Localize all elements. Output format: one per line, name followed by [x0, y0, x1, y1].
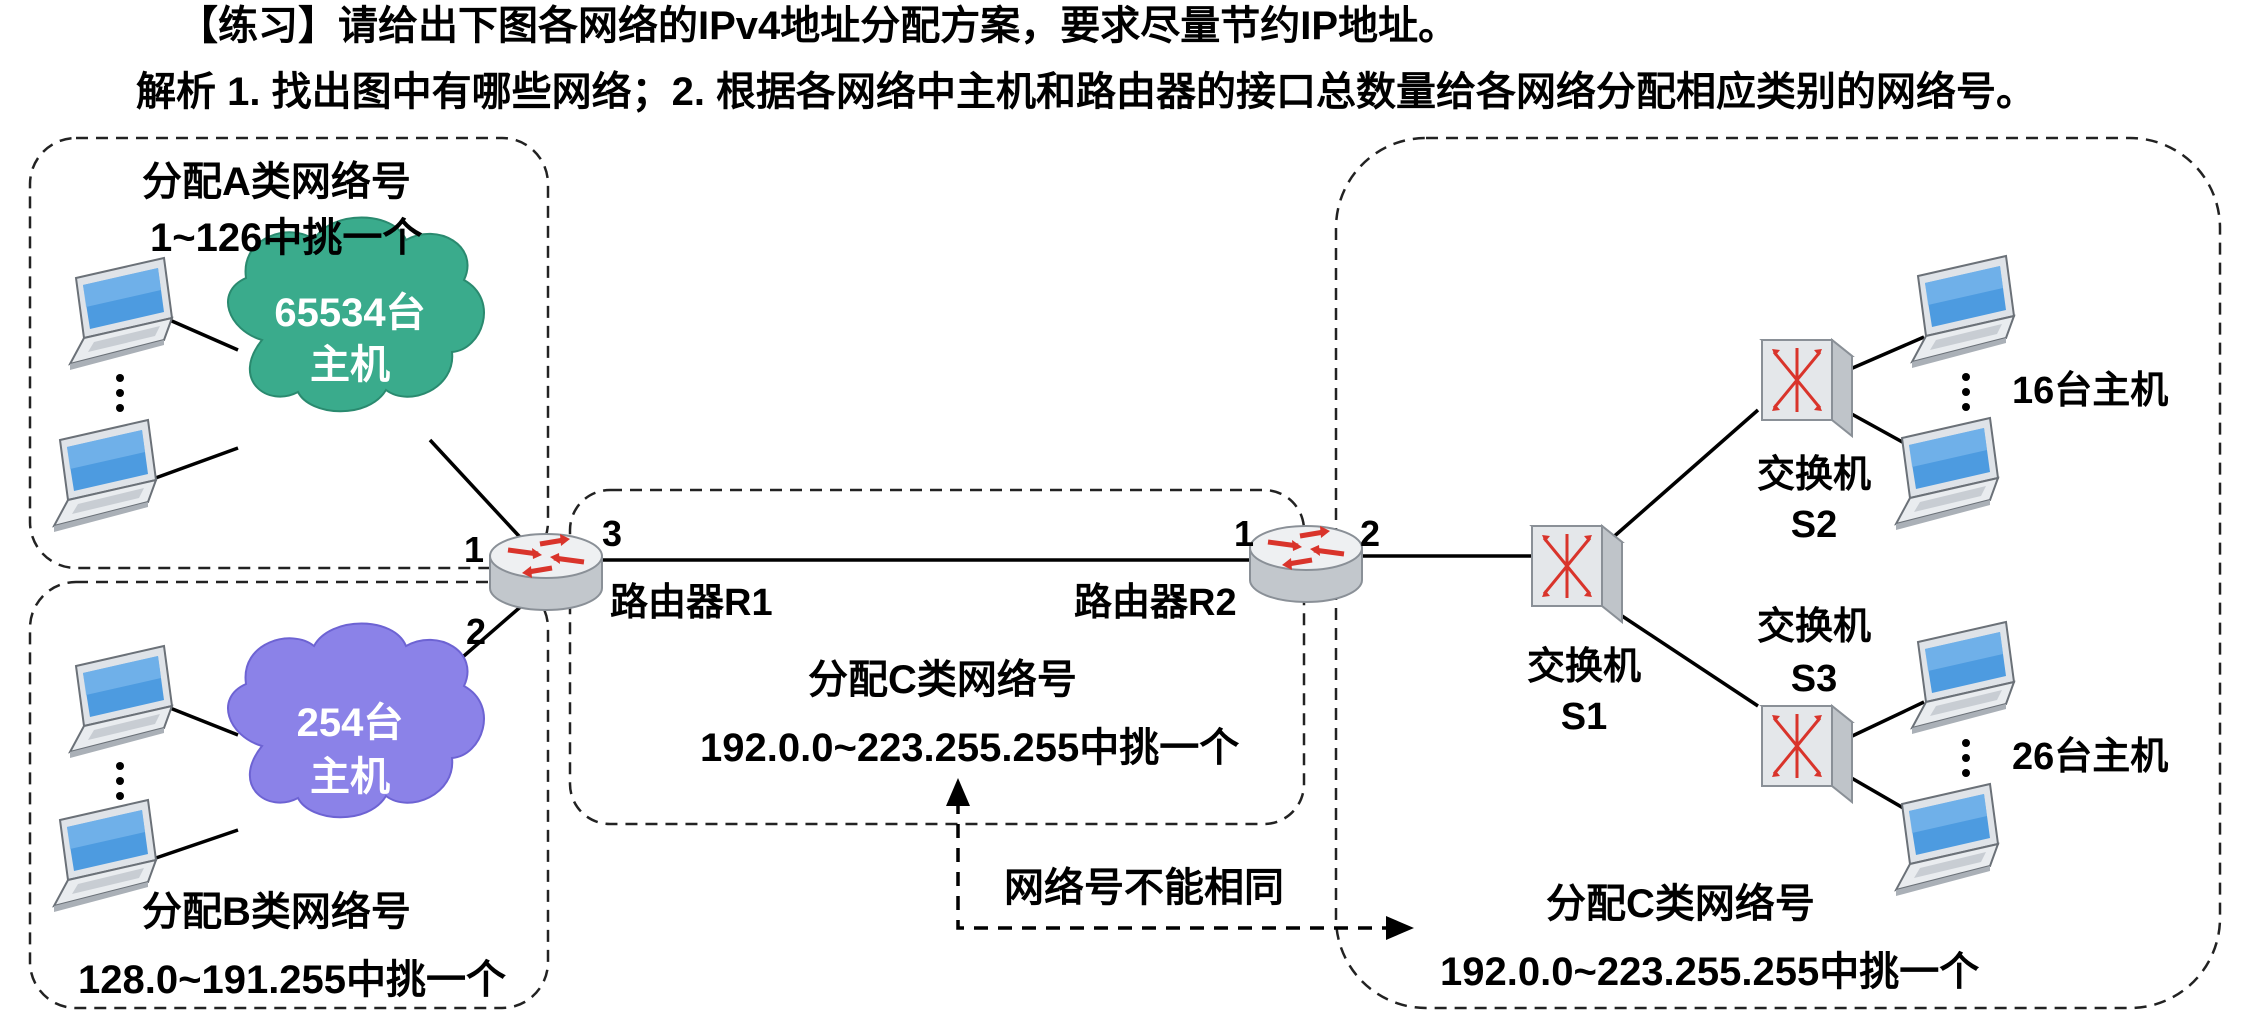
arrow-head-up	[946, 778, 970, 806]
page-subtitle: 解析 1. 找出图中有哪些网络；2. 根据各网络中主机和路由器的接口总数量给各网…	[136, 70, 2037, 114]
laptop-icon	[53, 419, 157, 533]
network-b-region	[28, 580, 550, 1010]
switch-s3-id: S3	[1790, 658, 1838, 700]
note-text: 网络号不能相同	[1004, 866, 1284, 910]
switch-s1-name: 交换机	[1526, 646, 1641, 688]
s2-host-count: 16台主机	[2012, 370, 2169, 412]
laptop-icon	[1895, 783, 1999, 897]
network-b-label-line2: 128.0~191.255中挑一个	[78, 958, 507, 1002]
network-b-cloud-line1: 254台	[296, 701, 404, 745]
network-c-lan-label-line2: 192.0.0~223.255.255中挑一个	[1440, 950, 1980, 994]
cloud-icon-network-b	[227, 622, 485, 819]
switch-s2-name: 交换机	[1756, 454, 1871, 496]
network-c-lan-label-line1: 分配C类网络号	[1546, 882, 1815, 926]
vertical-ellipsis	[116, 373, 1970, 800]
laptop-icon	[1911, 621, 2015, 735]
cloud-icon-network-a	[227, 216, 485, 413]
router-r2-label: 路由器R2	[1074, 582, 1237, 624]
r2-port-1: 1	[1234, 513, 1255, 554]
switch-s2-id: S2	[1790, 504, 1838, 546]
switch-icon-s3	[1760, 704, 1854, 804]
switch-icon-s2	[1760, 338, 1854, 438]
network-a-cloud-line1: 65534台	[274, 291, 426, 335]
link-lines	[149, 316, 1925, 862]
network-a-region	[28, 136, 550, 570]
laptop-icon	[1911, 255, 2015, 369]
network-c-lan-region	[1334, 136, 2222, 1010]
network-b-label-line1: 分配B类网络号	[142, 890, 411, 934]
network-c-link-label-line1: 分配C类网络号	[808, 658, 1077, 702]
r2-port-2: 2	[1360, 513, 1381, 554]
r1-port-1: 1	[464, 529, 485, 570]
network-c-link-label-line2: 192.0.0~223.255.255中挑一个	[700, 726, 1240, 770]
switch-icon-s1	[1530, 524, 1624, 624]
arrow-head-right	[1386, 916, 1414, 940]
network-a-label-line1: 分配A类网络号	[142, 160, 411, 204]
router-icon-r1	[490, 534, 602, 610]
laptop-icon	[53, 799, 157, 913]
router-r1-label: 路由器R1	[610, 582, 773, 624]
switch-s1-id: S1	[1560, 696, 1608, 738]
r1-port-2: 2	[466, 611, 487, 652]
laptop-icon	[69, 257, 173, 371]
laptop-icon	[69, 645, 173, 759]
network-b-cloud-line2: 主机	[310, 755, 390, 799]
s3-host-count: 26台主机	[2012, 736, 2169, 778]
switch-s3-name: 交换机	[1756, 606, 1871, 648]
page-title: 【练习】请给出下图各网络的IPv4地址分配方案，要求尽量节约IP地址。	[178, 4, 1459, 48]
network-a-cloud-line2: 主机	[310, 343, 390, 387]
note-arrow	[956, 800, 1390, 930]
r1-port-3: 3	[602, 513, 623, 554]
laptop-icon	[1895, 417, 1999, 531]
network-a-label-line2: 1~126中挑一个	[150, 216, 423, 260]
router-icon-r2	[1250, 526, 1362, 602]
network-c-link-region	[568, 488, 1306, 826]
